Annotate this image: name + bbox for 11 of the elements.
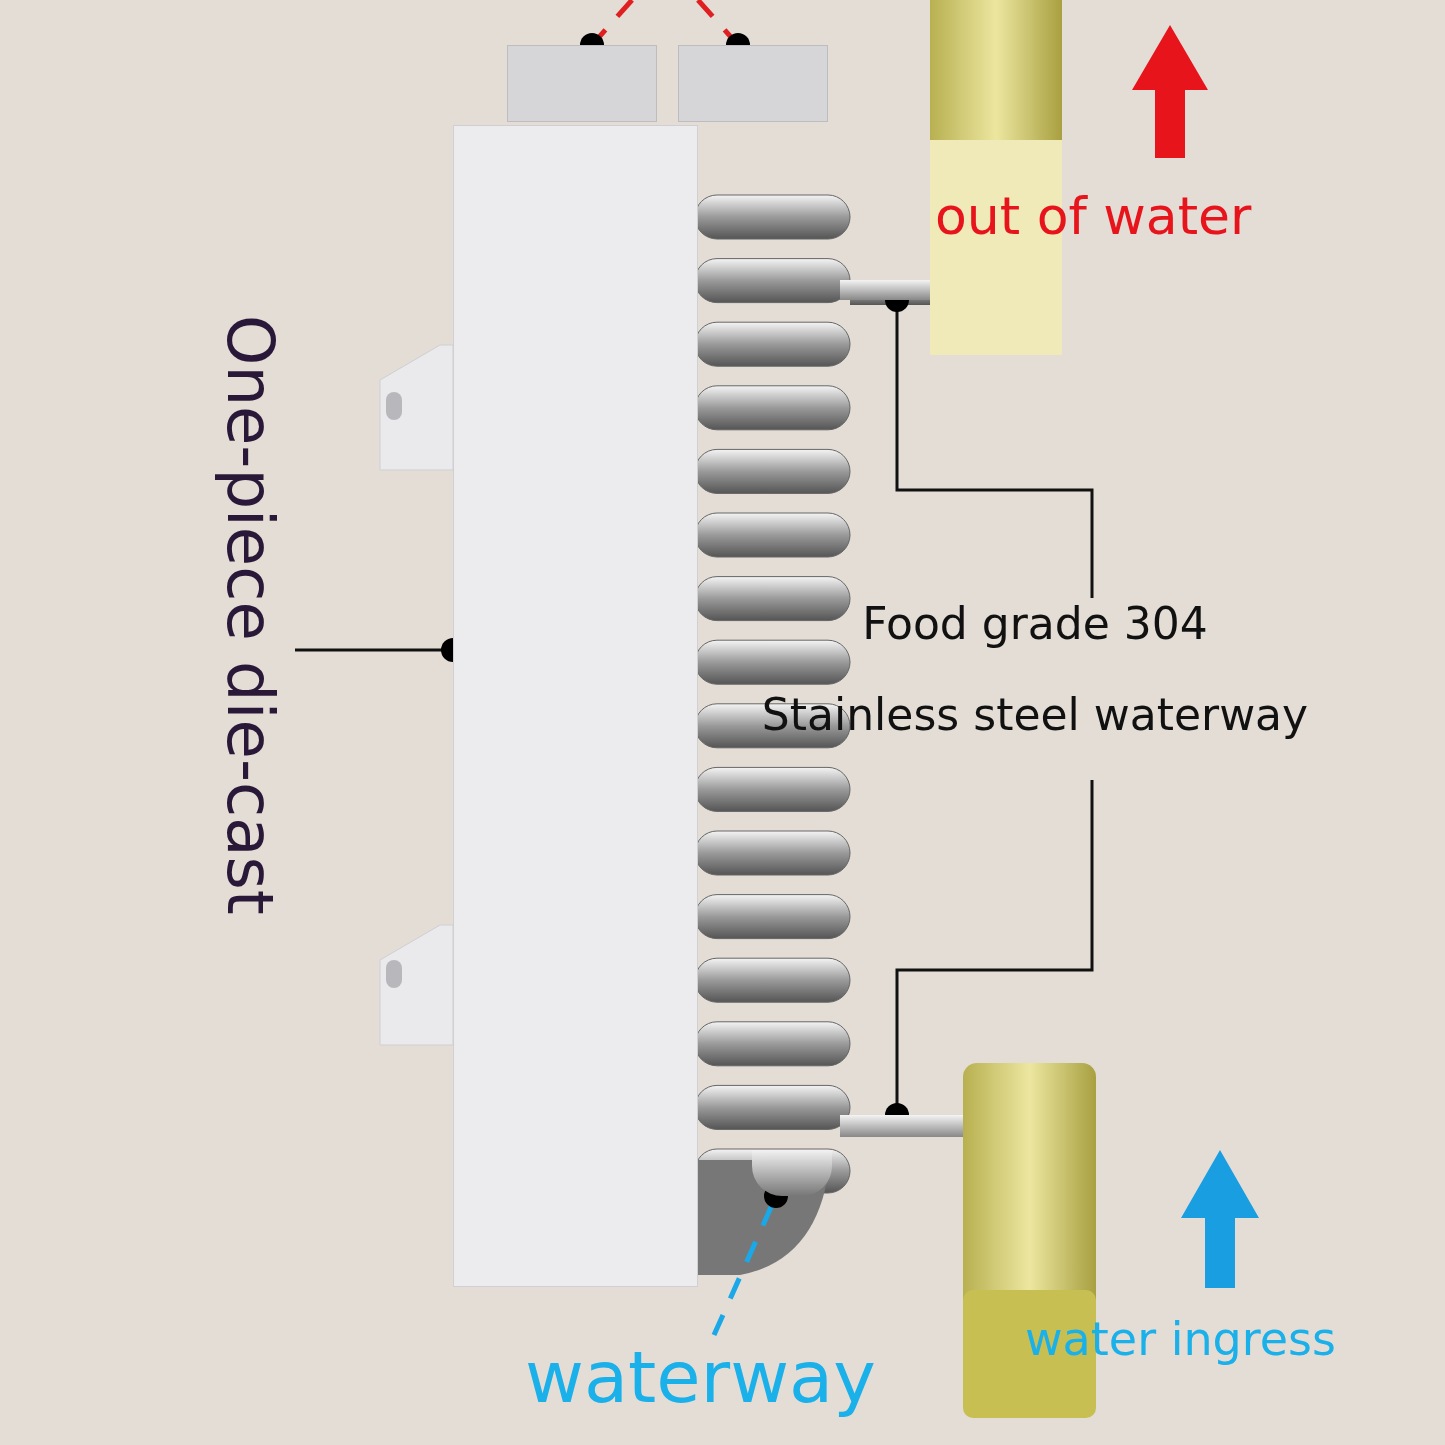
outlet-pipe <box>840 280 930 300</box>
heater-housing <box>453 125 698 1287</box>
callout-text: Food grade 304 <box>862 598 1208 649</box>
terminal-block <box>507 45 657 122</box>
terminal-block <box>678 45 828 122</box>
vertical-label: One-piece die-cast <box>205 315 295 915</box>
inlet-pipe <box>840 1115 963 1137</box>
callout-text: Stainless steel waterway <box>761 689 1309 740</box>
callout-label: waterway <box>525 1335 876 1419</box>
flow-label: out of water <box>935 186 1252 246</box>
coil-bend <box>752 1150 832 1196</box>
